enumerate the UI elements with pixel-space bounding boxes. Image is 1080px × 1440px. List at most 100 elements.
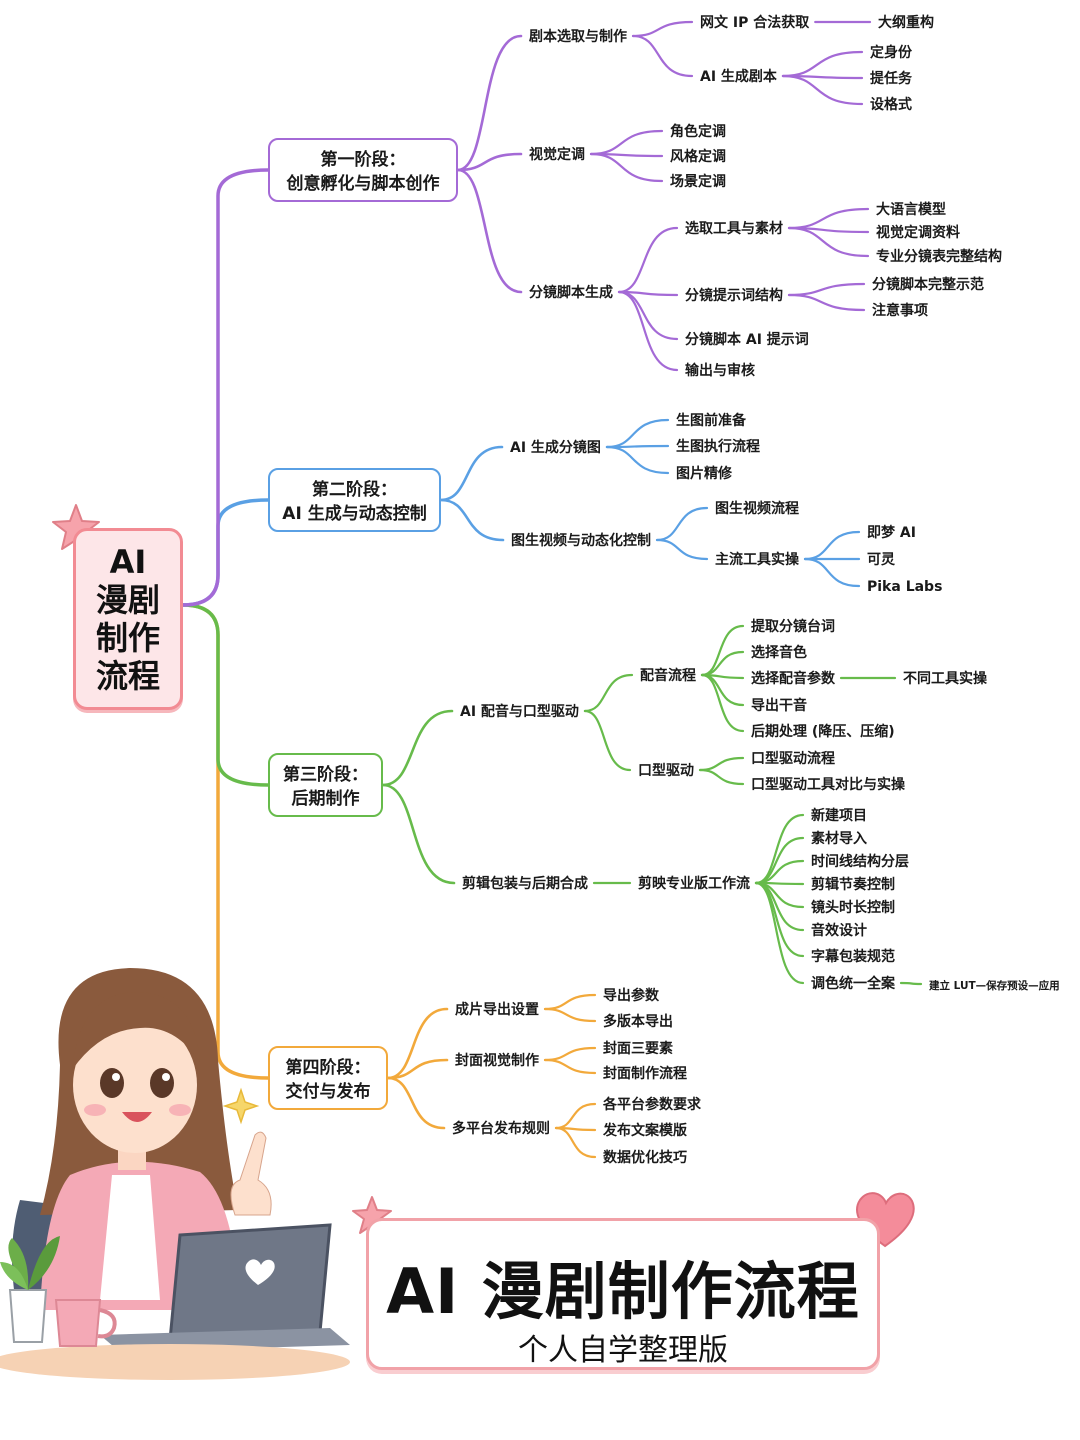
node-2-0: 选取工具与素材 [685, 220, 783, 237]
link-6-0-0 [754, 813, 805, 885]
node-6-0-6: 字幕包装规范 [811, 948, 895, 965]
root-link-3 [181, 603, 270, 787]
node-1-1: 风格定调 [670, 148, 726, 165]
link-5-1 [583, 709, 632, 772]
link-2-3 [617, 290, 679, 372]
node-3: AI 生成分镜图 [510, 439, 601, 456]
node-2-1: 分镜提示词结构 [685, 287, 783, 304]
stage-2-node: 第二阶段： AI 生成与动态控制 [268, 468, 441, 532]
node-2-3: 输出与审核 [685, 362, 755, 379]
node-0-1-2: 设格式 [870, 96, 912, 113]
node-6-0-2: 时间线结构分层 [811, 853, 909, 870]
link-7-0 [543, 993, 597, 1011]
root-line-3: 制作 [95, 619, 160, 657]
node-6-0-7: 调色统一全案 [811, 975, 896, 992]
link-8-0 [543, 1046, 597, 1062]
node-5-0-3: 导出干音 [751, 697, 807, 714]
node-2-0-2: 专业分镜表完整结构 [876, 248, 1002, 265]
stage-link-4 [439, 498, 505, 542]
node-6-0-4: 镜头时长控制 [811, 899, 895, 916]
stage-3-node: 第三阶段： 后期制作 [268, 753, 383, 817]
link-2-2 [617, 290, 679, 341]
stage-2-line1: 第二阶段： [312, 480, 397, 500]
node-8-1: 封面制作流程 [603, 1065, 687, 1082]
stage-1-line2: 创意孵化与脚本创作 [286, 174, 440, 194]
node-9-1: 发布文案模版 [602, 1122, 687, 1139]
node-0-0-0: 大纲重构 [878, 14, 934, 31]
node-9-0: 各平台参数要求 [602, 1096, 702, 1113]
node-2-1-1: 注意事项 [872, 302, 928, 319]
node-2-2: 分镜脚本 AI 提示词 [685, 331, 809, 348]
node-6-0: 剪映专业版工作流 [638, 875, 750, 892]
link-2-1-0 [787, 282, 866, 297]
stage-4-line1: 第四阶段： [285, 1058, 371, 1078]
node-5-1: 口型驱动 [638, 762, 694, 779]
link-2-0-0 [787, 207, 870, 230]
root-line-2: 漫剧 [95, 581, 160, 619]
node-4: 图生视频与动态化控制 [511, 532, 651, 549]
root-line-4: 流程 [95, 657, 160, 695]
link-6-0-7-0 [899, 981, 923, 986]
stage-3-line1: 第三阶段： [283, 765, 368, 785]
node-8: 封面视觉制作 [455, 1052, 539, 1069]
link-4-1-0 [803, 530, 861, 561]
link-2-1 [617, 290, 679, 297]
link-5-1-0 [698, 756, 745, 772]
link-5-0-0 [700, 624, 745, 677]
link-0-1-0 [781, 50, 864, 78]
node-6-0-5: 音效设计 [811, 922, 867, 939]
root-line-1: AI [109, 543, 147, 581]
stage-link-3 [439, 445, 504, 502]
stage-2-line2: AI 生成与动态控制 [282, 504, 427, 524]
node-3-2: 图片精修 [676, 465, 733, 482]
node-4-1-0: 即梦 AI [867, 524, 916, 541]
node-0-0: 网文 IP 合法获取 [700, 14, 810, 31]
node-8-0: 封面三要素 [603, 1040, 673, 1057]
node-4-1-1: 可灵 [867, 552, 896, 568]
link-9-0 [554, 1102, 597, 1130]
node-5-0-2: 选择配音参数 [751, 670, 836, 687]
node-5-1-0: 口型驱动流程 [751, 750, 835, 767]
node-5-0-0: 提取分镜台词 [751, 618, 835, 635]
link-4-1 [655, 538, 709, 561]
node-5: AI 配音与口型驱动 [460, 703, 579, 720]
root-node: AI 漫剧 制作 流程 [73, 528, 183, 710]
title-banner: AI 漫剧制作流程 个人自学整理版 [366, 1218, 880, 1370]
banner-subtitle: 个人自学整理版 [518, 1333, 728, 1368]
stage-link-1 [456, 152, 523, 172]
link-3-0 [605, 418, 670, 449]
link-2-0 [617, 226, 679, 294]
node-0-1-0: 定身份 [870, 44, 913, 61]
node-2: 分镜脚本生成 [529, 284, 613, 301]
node-5-0-1: 选择音色 [751, 644, 807, 661]
node-7-0: 导出参数 [603, 987, 660, 1004]
stage-3-line2: 后期制作 [291, 789, 360, 809]
stage-4-line2: 交付与发布 [285, 1082, 371, 1102]
stage-1-line1: 第一阶段： [320, 150, 406, 170]
node-0: 剧本选取与制作 [529, 28, 627, 45]
node-9-2: 数据优化技巧 [603, 1149, 687, 1166]
mug-illustration [54, 1299, 117, 1347]
node-4-1-2: Pika Labs [867, 579, 942, 595]
node-2-0-0: 大语言模型 [876, 201, 946, 218]
node-6-0-3: 剪辑节奏控制 [811, 876, 895, 893]
stage-link-2 [456, 168, 523, 294]
node-5-0-2-0: 不同工具实操 [903, 670, 988, 687]
stage-link-6 [381, 783, 456, 885]
link-4-0 [655, 506, 709, 542]
node-1-0: 角色定调 [670, 123, 726, 140]
stage-1-node: 第一阶段： 创意孵化与脚本创作 [268, 138, 458, 202]
node-5-0: 配音流程 [640, 667, 696, 684]
link-5-0 [583, 673, 634, 713]
node-1-2: 场景定调 [670, 173, 726, 190]
node-4-1: 主流工具实操 [715, 551, 800, 568]
stage-link-9 [386, 1076, 446, 1130]
banner-title: AI 漫剧制作流程 [386, 1255, 860, 1328]
node-2-1-0: 分镜脚本完整示范 [872, 276, 984, 293]
node-4-0: 图生视频流程 [715, 500, 799, 517]
node-5-0-4: 后期处理 (降压、压缩) [751, 723, 895, 740]
node-5-1-1: 口型驱动工具对比与实操 [751, 776, 906, 793]
